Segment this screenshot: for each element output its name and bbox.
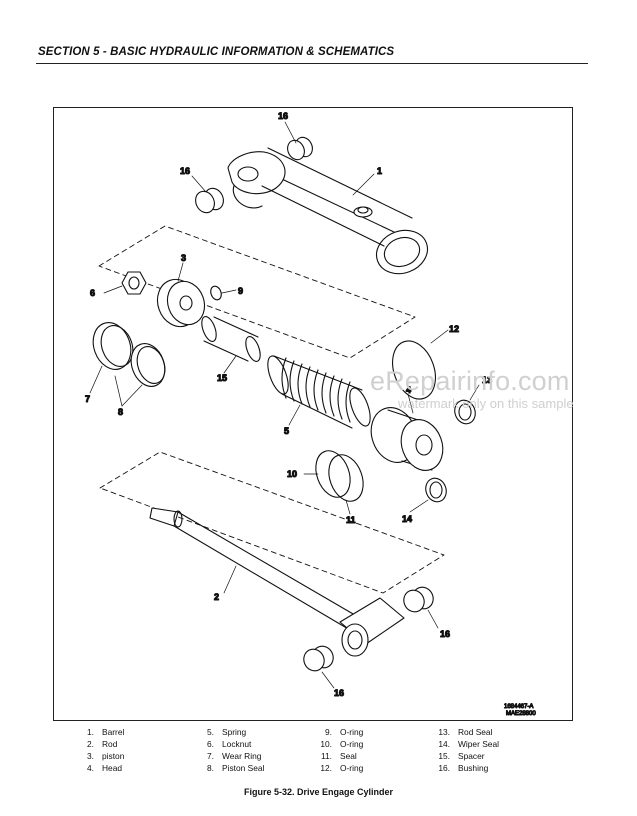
legend-column-3: 9.O-ring 10.O-ring 11.Seal 12.O-ring — [316, 726, 363, 774]
watermark-main: eRepairinfo.com — [370, 366, 570, 396]
legend-item: 5.Spring — [207, 727, 247, 737]
rod-seal-part — [454, 399, 476, 425]
wiper-seal-part — [425, 477, 447, 503]
callout-13: 13 — [482, 375, 492, 385]
legend-item: 12.O-ring — [320, 763, 364, 773]
spacer-part — [201, 316, 261, 362]
legend-item: 2.Rod — [87, 739, 118, 749]
legend-item: 14.Wiper Seal — [438, 739, 499, 749]
callout-11: 11 — [346, 515, 356, 525]
header-divider — [36, 63, 588, 64]
rod-group-dashed-box — [99, 451, 445, 594]
rod-part — [149, 507, 405, 657]
callout-7: 7 — [85, 394, 90, 404]
legend-item: 11.Seal — [320, 751, 357, 761]
bushing-part — [195, 136, 434, 672]
parts-legend: 1.Barrel 2.Rod 3.piston 4.Head 5.Spring … — [78, 726, 548, 776]
watermark-sub: watermark only on this sample — [398, 396, 574, 411]
legend-item: 4.Head — [87, 763, 123, 773]
callout-1: 1 — [377, 166, 382, 176]
legend-item: 15.Spacer — [438, 751, 485, 761]
wear-ring-part — [92, 322, 134, 370]
piston-part — [156, 278, 206, 328]
figure-ref-code: MAE28800 — [506, 711, 536, 717]
section-header: SECTION 5 - BASIC HYDRAULIC INFORMATION … — [38, 46, 395, 58]
callout-2: 2 — [214, 592, 219, 602]
watermark: eRepairinfo.com watermark only on this s… — [370, 366, 637, 411]
legend-item: 3.piston — [87, 751, 125, 761]
locknut-part — [121, 271, 147, 295]
callout-10: 10 — [287, 469, 297, 479]
callout-16-bottom: 16 — [334, 688, 344, 698]
o-ring-12-part — [392, 340, 436, 400]
legend-column-4: 13.Rod Seal 14.Wiper Seal 15.Spacer 16.B… — [434, 726, 499, 774]
legend-item: 9.O-ring — [325, 727, 364, 737]
piston-seal-part — [130, 343, 166, 387]
legend-item: 13.Rod Seal — [438, 727, 493, 737]
callout-4: 4 — [406, 385, 411, 395]
figure-ref-number: 1684467-A — [504, 704, 533, 710]
callout-14: 14 — [402, 514, 412, 524]
legend-item: 1.Barrel — [87, 727, 125, 737]
o-ring-10-part — [315, 450, 351, 498]
legend-item: 8.Piston Seal — [207, 763, 265, 773]
callout-16-right: 16 — [440, 629, 450, 639]
barrel-part — [227, 147, 429, 275]
legend-item: 10.O-ring — [320, 739, 364, 749]
legend-column-1: 1.Barrel 2.Rod 3.piston 4.Head — [78, 726, 124, 774]
callout-9: 9 — [238, 286, 243, 296]
piston-group-dashed-box — [98, 225, 416, 359]
callout-12: 12 — [449, 324, 459, 334]
spring-part — [267, 355, 371, 429]
callout-3: 3 — [181, 253, 186, 263]
seal-11-part — [328, 454, 364, 502]
head-part — [370, 407, 444, 471]
callout-5: 5 — [284, 426, 289, 436]
leader-lines — [89, 121, 480, 689]
legend-column-2: 5.Spring 6.Locknut 7.Wear Ring 8.Piston … — [198, 726, 264, 774]
figure-frame — [53, 107, 573, 721]
callout-16-top: 16 — [278, 111, 288, 121]
callout-16-left: 16 — [180, 166, 190, 176]
legend-item: 16.Bushing — [438, 763, 489, 773]
legend-item: 7.Wear Ring — [207, 751, 262, 761]
legend-item: 6.Locknut — [207, 739, 252, 749]
o-ring-9-part — [210, 285, 222, 301]
callout-8: 8 — [118, 407, 123, 417]
figure-caption: Figure 5-32. Drive Engage Cylinder — [243, 787, 394, 797]
callout-15: 15 — [217, 373, 227, 383]
callout-6: 6 — [90, 288, 95, 298]
